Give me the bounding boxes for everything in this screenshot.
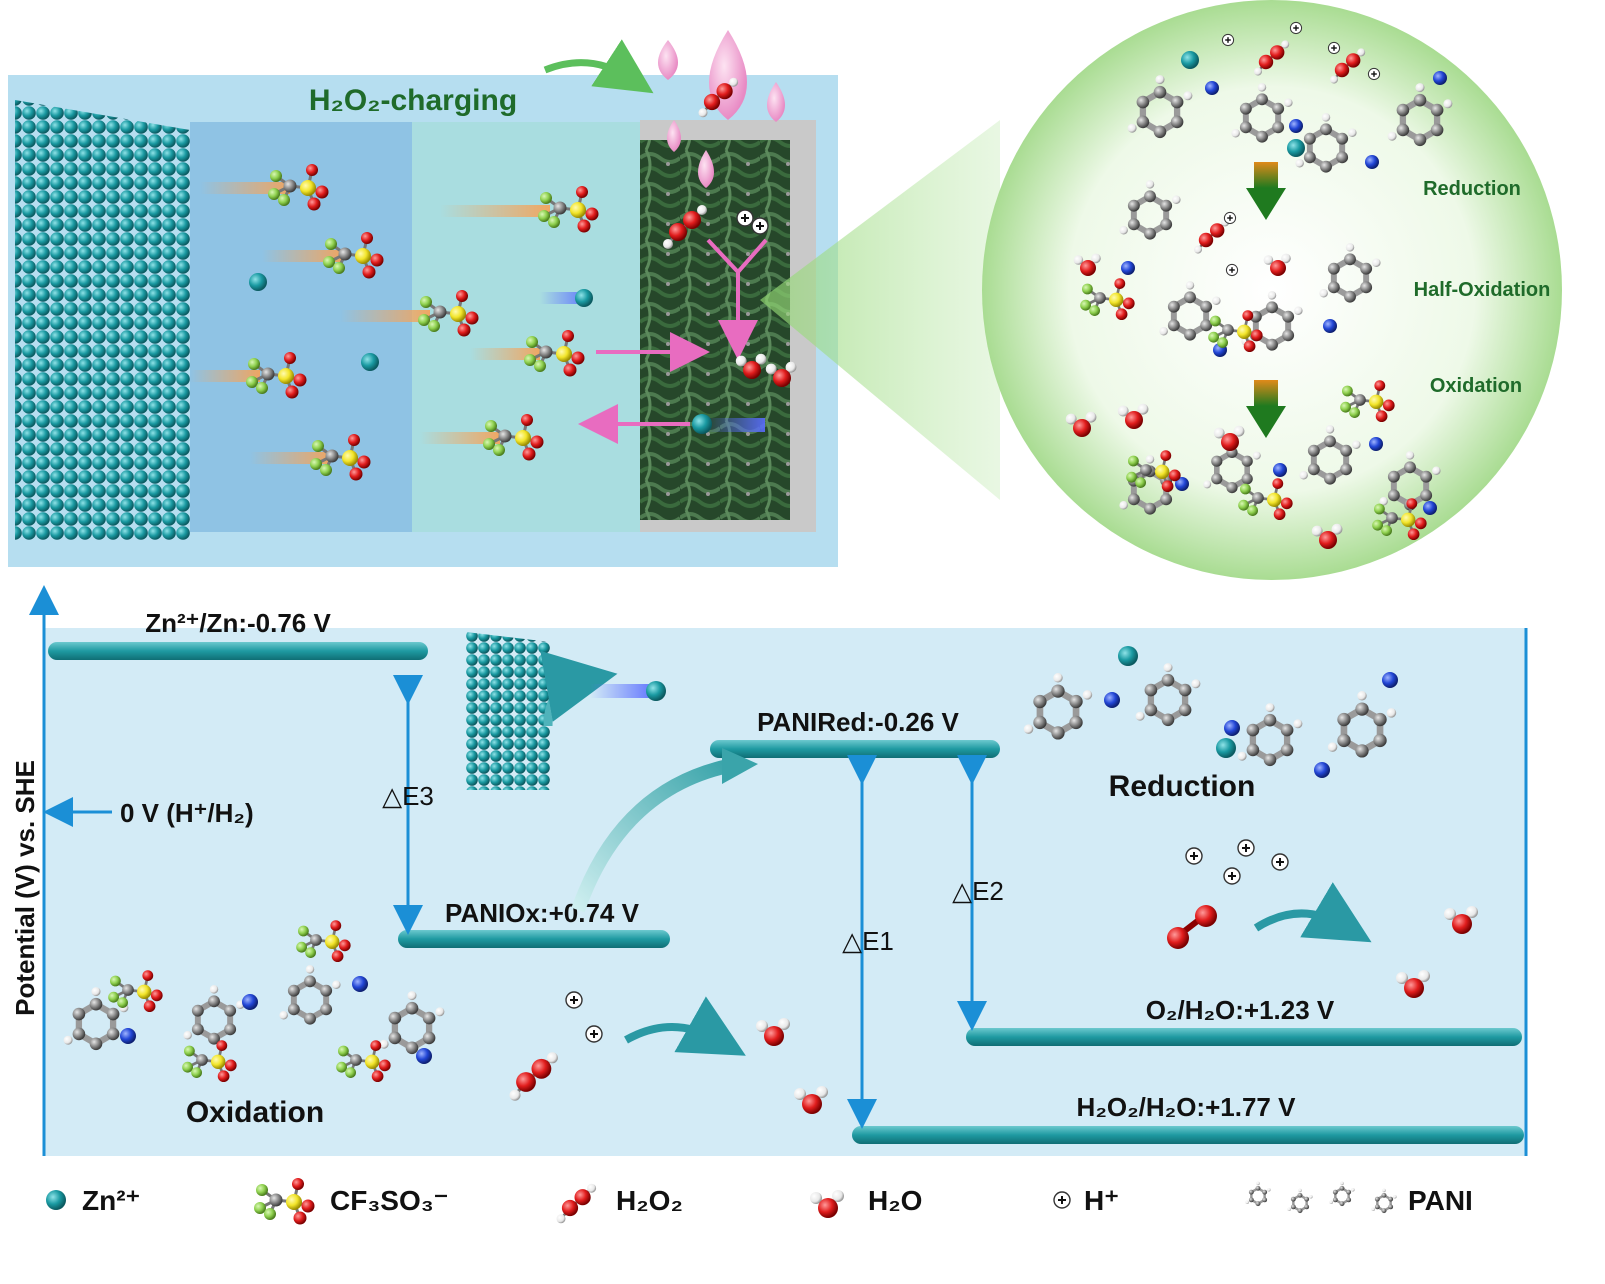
zinc-ion (249, 273, 267, 291)
zinc-anode-slab (15, 100, 190, 540)
reduced-pani-molecule (1128, 21, 1453, 172)
top-schematic-panel: H₂O₂-charging (8, 30, 838, 567)
zinc-stripping-illustration (466, 632, 666, 790)
delta-e2-label: △E2 (952, 876, 1004, 906)
migrating-triflate-ions (190, 162, 600, 482)
legend-item-h2o: H₂O (808, 1185, 922, 1220)
level-bar-pani-red (710, 740, 1000, 758)
water-icon (808, 1188, 846, 1220)
level-bar-pani-ox (398, 930, 670, 948)
oxidized-pani-molecule (1064, 378, 1441, 551)
zero-potential-label: 0 V (H⁺/H₂) (120, 798, 254, 828)
level-label-pani-ox: PANIOx:+0.74 V (445, 898, 640, 928)
level-bar-h2o2 (852, 1126, 1524, 1144)
proton-icon (1053, 1191, 1071, 1209)
zinc-ion-icon (46, 1190, 66, 1210)
hydrogen-peroxide-icon (555, 1182, 598, 1225)
h2o2-droplets (658, 30, 785, 188)
stage-label-half-oxidation: Half-Oxidation (1414, 279, 1551, 301)
level-bar-o2 (966, 1028, 1522, 1046)
zinc-ion (646, 681, 666, 701)
zinc-ions (249, 273, 765, 434)
electrolyte-right-region (412, 122, 642, 532)
level-label-pani-red: PANIRed:-0.26 V (757, 707, 959, 737)
stage-arrow-1 (1254, 162, 1278, 188)
zoom-cone (760, 120, 1000, 500)
legend-item-pani: PANI (1244, 1180, 1473, 1216)
oxidation-label: Oxidation (186, 1096, 324, 1129)
zinc-release-arrow (540, 650, 618, 727)
legend-item-triflate: CF₃SO₃⁻ (252, 1176, 448, 1226)
legend-item-zn: Zn²⁺ (46, 1185, 140, 1216)
potential-diagram: Potential (V) vs. SHE 0 V (H⁺/H₂) Zn²⁺/Z… (10, 585, 1528, 1156)
delta-e3-label: △E3 (382, 781, 434, 811)
reduction-label: Reduction (1109, 770, 1256, 803)
level-bar-zn (48, 642, 428, 660)
legend: Zn²⁺ CF₃SO₃⁻ H₂O₂ H₂O H⁺ PANI (46, 1176, 1473, 1226)
potential-axis-label: Potential (V) vs. SHE (10, 760, 40, 1016)
level-label-o2: O₂/H₂O:+1.23 V (1146, 995, 1335, 1025)
zinc-ion (575, 289, 593, 307)
level-label-h2o2: H₂O₂/H₂O:+1.77 V (1077, 1092, 1297, 1122)
legend-label-triflate: CF₃SO₃⁻ (330, 1185, 448, 1216)
triflate-icon (252, 1176, 316, 1226)
stage-arrow-2 (1254, 380, 1278, 406)
h2o2-charging-title: H₂O₂-charging (309, 84, 517, 117)
legend-label-pani: PANI (1408, 1185, 1473, 1216)
droplet (658, 40, 678, 80)
molecular-zoom-inset: Reduction Half-Oxidation Oxidation (982, 0, 1562, 580)
orr-illustration (1167, 839, 1480, 1000)
diagram-reduced-pani: Reduction (1024, 646, 1398, 803)
delta-e1-label: △E1 (842, 926, 894, 956)
stage-arrow-2-head (1246, 406, 1286, 438)
discharge-curve-arrowhead (722, 748, 758, 784)
legend-label-zn: Zn²⁺ (82, 1185, 140, 1216)
legend-label-h2o: H₂O (868, 1185, 922, 1216)
zinc-ion (692, 414, 712, 434)
h2o2-reduction-illustration (507, 991, 830, 1116)
zinc-block (466, 632, 550, 790)
diagram-background (44, 628, 1526, 1156)
zinc-ion (361, 353, 379, 371)
stage-label-reduction: Reduction (1423, 178, 1521, 200)
droplet (698, 150, 714, 188)
charging-arrow (543, 39, 654, 94)
legend-item-h2o2: H₂O₂ (555, 1182, 683, 1225)
legend-label-h2o2: H₂O₂ (616, 1185, 683, 1216)
half-oxidized-pani-molecule (1072, 180, 1381, 357)
stage-arrow-1-head (1246, 188, 1286, 220)
level-label-zn: Zn²⁺/Zn:-0.76 V (145, 608, 331, 638)
droplet (667, 120, 681, 152)
legend-item-proton: H⁺ (1053, 1185, 1119, 1216)
droplet (767, 82, 785, 122)
stage-label-oxidation: Oxidation (1430, 375, 1522, 397)
pani-icon (1244, 1180, 1398, 1215)
legend-label-proton: H⁺ (1084, 1185, 1119, 1216)
pani-fiber-cathode (640, 140, 790, 520)
discharge-curve-arrow (571, 759, 730, 913)
reaction-arrow (706, 238, 768, 340)
diagram-oxidized-pani: Oxidation (64, 918, 445, 1129)
